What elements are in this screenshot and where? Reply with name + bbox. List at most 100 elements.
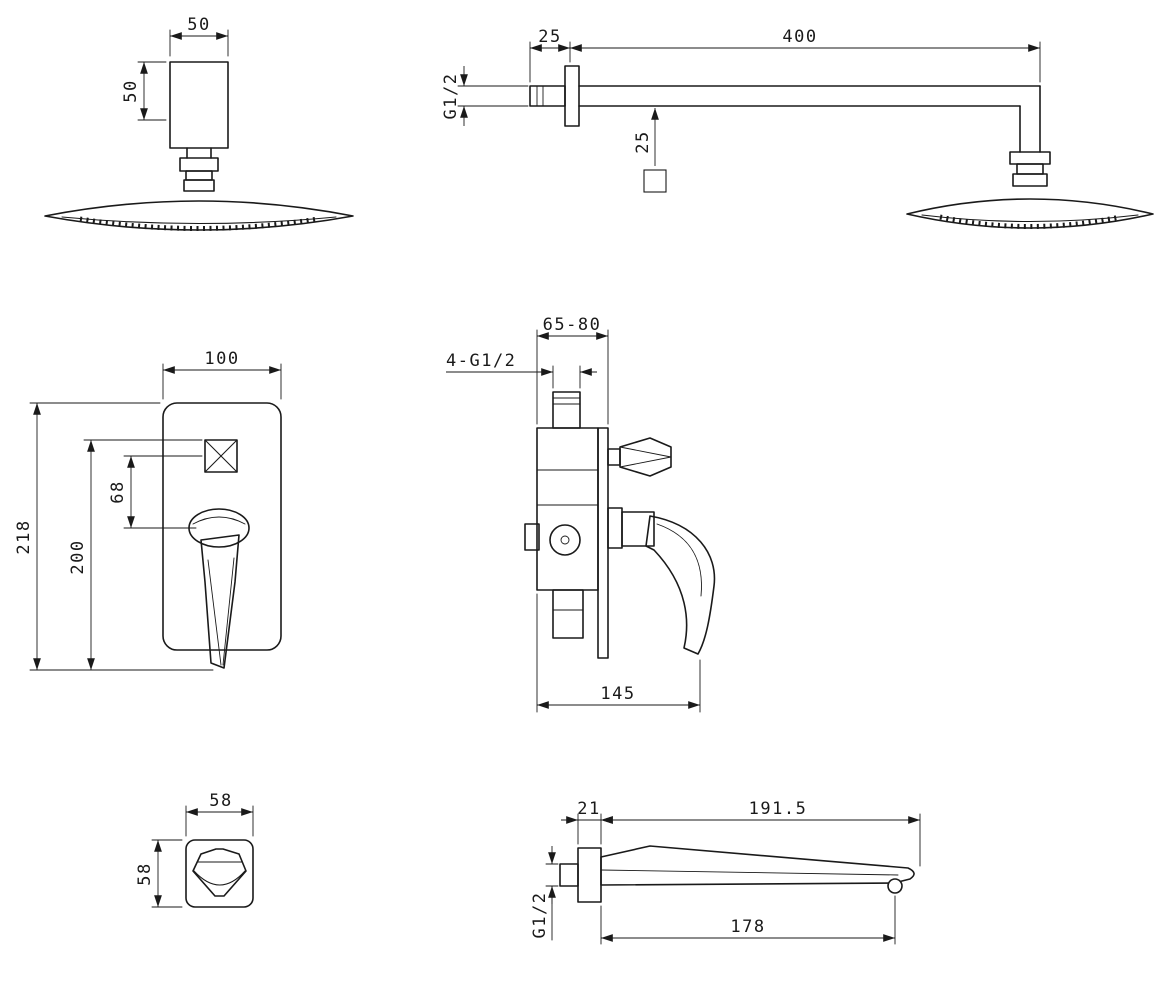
view-shower-arm-side: 25 400 G1/2 [441, 27, 1154, 229]
callout-square-section: 25 [633, 108, 667, 193]
handle-pivot [621, 511, 655, 547]
bottom-port [552, 589, 584, 639]
connector-nut [1009, 151, 1051, 165]
dimension-label: 50 [121, 79, 141, 102]
lever-handle-side [607, 507, 716, 655]
side-port [524, 523, 540, 551]
dimension-label: 100 [204, 349, 239, 369]
dimension-label: 178 [730, 917, 765, 937]
head-outline [906, 198, 1154, 229]
spout-inlet-stub [559, 863, 579, 887]
dimension-head-width: 50 [169, 15, 229, 57]
spout-wall-flange [577, 847, 602, 903]
dimension-label: 58 [135, 862, 155, 885]
dimension-handle-spacing: 68 [108, 455, 203, 529]
lever-handle [188, 508, 250, 669]
view-handle-top: 58 58 [135, 791, 254, 908]
dimension-arm-length: 400 [570, 27, 1041, 83]
blade-facet [222, 557, 235, 666]
view-spout-side: 21 191.5 178 G1/2 [530, 799, 921, 945]
arm-connector [1009, 151, 1051, 187]
dimension-label: G1/2 [530, 892, 550, 939]
cartridge-circle [549, 524, 581, 556]
dimension-label: 25 [538, 27, 561, 47]
diverter-outline [204, 439, 238, 473]
knob-facet [619, 446, 672, 458]
head-outline [44, 200, 354, 231]
body-main [536, 427, 599, 591]
escutcheon-block [169, 61, 229, 149]
dimension-handle-depth: 58 [135, 839, 183, 908]
shower-head-profile [44, 200, 354, 231]
knob-facet [619, 456, 672, 468]
dimension-label: 65-80 [543, 315, 602, 335]
dimension-handle-width: 58 [185, 791, 254, 837]
dimension-label: G1/2 [441, 73, 461, 120]
ball-joint-connector [179, 147, 219, 192]
arm-body [529, 85, 1041, 153]
dimension-label: 145 [600, 684, 635, 704]
handle-base-plate [185, 839, 254, 908]
dimension-plate-width: 100 [162, 349, 282, 400]
dimension-label: 400 [782, 27, 817, 47]
spout-outlet [887, 878, 903, 894]
cartridge-center [560, 535, 570, 545]
connector-joint [1012, 173, 1048, 187]
dimension-label: 68 [108, 480, 128, 503]
shower-head-profile-side [906, 198, 1154, 229]
spout-seam-line [600, 869, 899, 876]
dimension-ports-thread: 4-G1/2 [446, 351, 597, 389]
dimension-label: 4-G1/2 [446, 351, 516, 371]
spout-body [600, 845, 915, 894]
dimension-head-height: 50 [121, 61, 167, 121]
dimension-wall-offset: 25 [529, 27, 571, 83]
dimension-label: 25 [633, 130, 653, 153]
connector-ring [185, 170, 213, 181]
handle-blade [645, 515, 716, 655]
dimension-label: 191.5 [749, 799, 808, 819]
spout-outline [600, 845, 915, 886]
dimension-plate-height: 200 [68, 439, 203, 670]
dimension-overall-height: 218 [14, 402, 214, 671]
dimension-label: 58 [209, 791, 232, 811]
dimension-label: 21 [577, 799, 600, 819]
knob-cone [619, 437, 672, 477]
connector-ring [1016, 163, 1044, 175]
dimension-mounting-depth: 65-80 [536, 315, 609, 425]
dimension-overall-depth: 145 [536, 593, 701, 713]
dimension-inlet-thread: G1/2 [530, 846, 559, 941]
inlet-pipe [529, 85, 566, 107]
handle-grip-outline [192, 848, 247, 897]
blade-facet [656, 523, 702, 597]
nozzle-band [79, 216, 319, 231]
blade-facet [207, 559, 222, 666]
handle-base [607, 507, 623, 549]
dimension-spout-reach: 178 [600, 895, 896, 945]
handle-pivot [188, 508, 250, 548]
diverter-knob-side [607, 437, 672, 477]
connector-joint [183, 179, 215, 192]
pivot-detail [192, 516, 246, 525]
view-mixer-front: 100 218 200 68 [14, 349, 282, 671]
dimension-label: 200 [68, 539, 88, 574]
knob-neck [607, 448, 621, 466]
grip-arc [193, 870, 246, 886]
square-section-symbol [643, 169, 667, 193]
dimension-wall-plate: 21 [561, 799, 618, 845]
dimension-label: 50 [187, 15, 210, 35]
wall-flange [564, 65, 580, 127]
top-port [552, 391, 581, 429]
diverter-cross-line [204, 439, 238, 473]
dimension-label: 218 [14, 519, 34, 554]
diverter-knob [204, 439, 238, 473]
dimension-overall-length: 191.5 [601, 799, 921, 867]
trim-plate [162, 402, 282, 651]
valve-body [524, 391, 599, 639]
view-mixer-side: 65-80 4-G1/2 [446, 315, 716, 713]
handle-blade [200, 534, 240, 669]
handle-top-detail [192, 848, 247, 897]
dimension-inlet-thread: G1/2 [441, 66, 529, 126]
view-shower-head-front: 50 50 [44, 15, 354, 231]
